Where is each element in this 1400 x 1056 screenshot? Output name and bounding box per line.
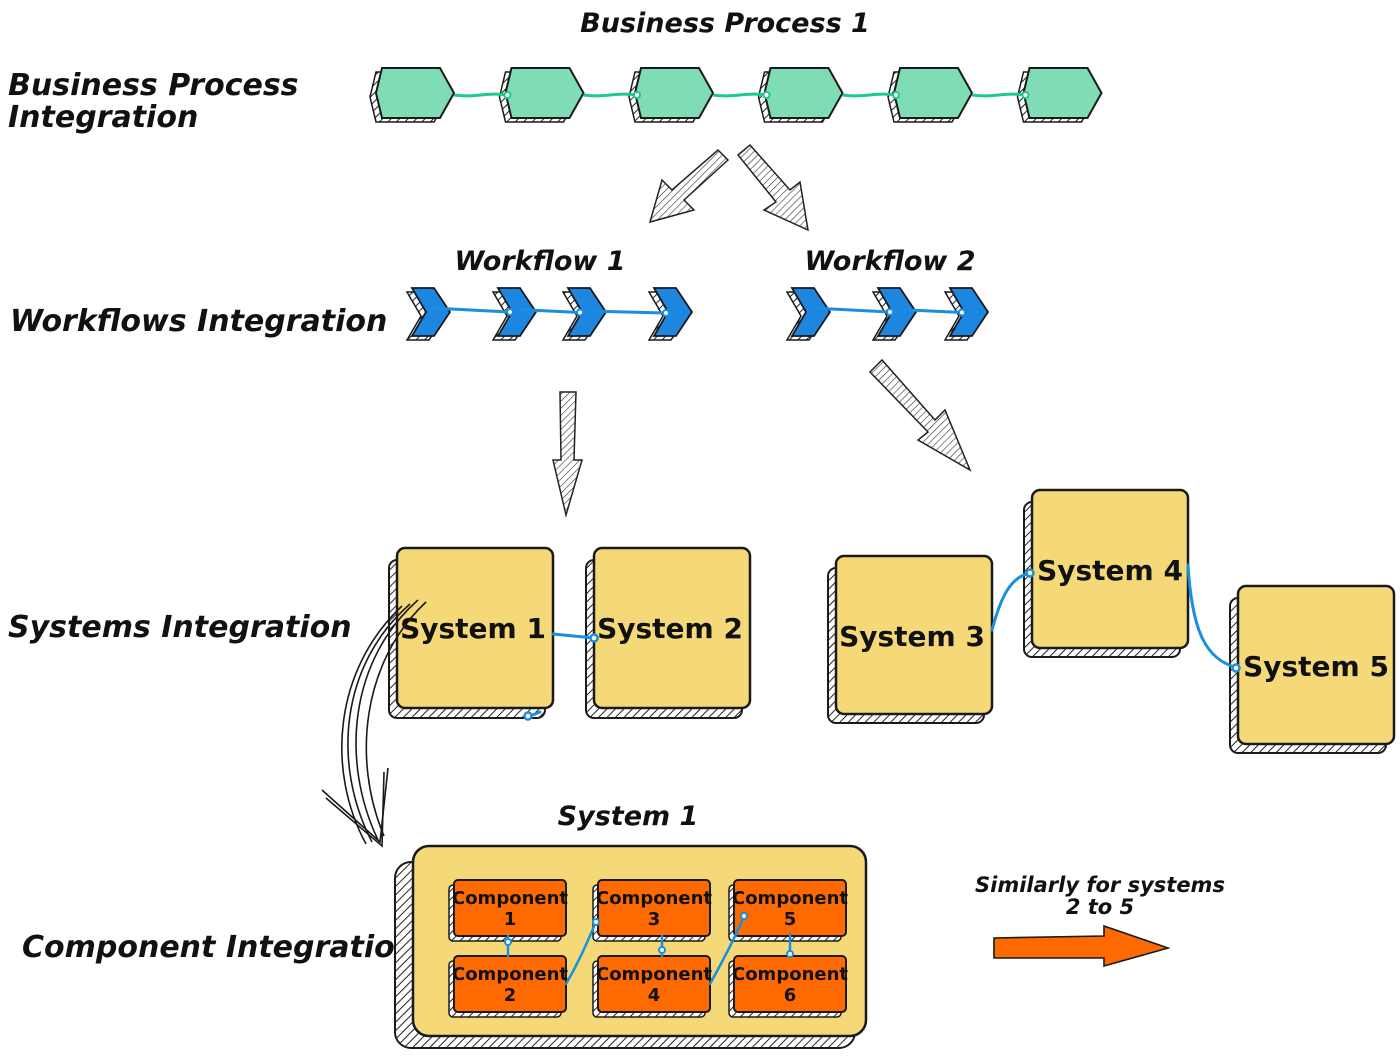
system-2-box: System 2 bbox=[585, 546, 752, 719]
business-process-level-label: Business Process bbox=[8, 68, 299, 103]
component4-port bbox=[658, 946, 666, 954]
system-3-label: System 3 bbox=[839, 620, 985, 653]
business-process-step-6 bbox=[1016, 67, 1103, 123]
system-boxes: System 1 System 2 System 3 System 4 Syst… bbox=[388, 488, 1396, 754]
workflow2-step-3 bbox=[943, 287, 990, 341]
workflow1-step-3 bbox=[561, 287, 608, 341]
system-1-box: System 1 bbox=[388, 546, 555, 719]
system-5-label: System 5 bbox=[1243, 650, 1389, 683]
component4-to-component5-link bbox=[708, 914, 746, 986]
system2-port bbox=[589, 633, 599, 643]
business-process-step-5 bbox=[887, 67, 974, 123]
component-1-word: Component bbox=[452, 888, 568, 909]
system-connector-dots bbox=[523, 568, 1241, 721]
component-6-number: 6 bbox=[784, 985, 797, 1006]
continue-arrow bbox=[993, 924, 1171, 968]
system1-to-system2-link bbox=[551, 632, 596, 640]
workflow1-port-2 bbox=[506, 308, 514, 316]
process-to-workflow2-arrow bbox=[736, 143, 809, 232]
workflows-level-label: Workflows Integration bbox=[10, 304, 387, 339]
workflow1-step-2 bbox=[491, 287, 538, 341]
flow-arrows bbox=[552, 143, 972, 518]
component-4-number: 4 bbox=[648, 985, 661, 1006]
process-link-1-2 bbox=[453, 92, 508, 98]
workflow2-title: Workflow 2 bbox=[804, 246, 975, 277]
similarly-note-line2: 2 to 5 bbox=[1066, 895, 1134, 919]
system-3-box: System 3 bbox=[827, 554, 994, 724]
workflow2-step-2 bbox=[871, 287, 918, 341]
component1-port bbox=[504, 938, 512, 946]
workflow-steps bbox=[405, 287, 990, 341]
business-process-step-2 bbox=[498, 67, 585, 123]
workflow2-port-2 bbox=[886, 308, 894, 316]
workflow1-port-3 bbox=[576, 308, 584, 317]
component-level-label: Component Integration bbox=[22, 930, 416, 965]
process-to-workflow1-arrow bbox=[648, 148, 730, 224]
system1-port bbox=[523, 711, 533, 721]
workflow2-link-1-2 bbox=[811, 306, 891, 314]
workflow1-port-4 bbox=[662, 309, 670, 317]
process-port-4 bbox=[762, 91, 771, 99]
component-boxes: Component1Component2Component3Component4… bbox=[448, 879, 848, 1018]
workflow1-link-3-4 bbox=[587, 309, 667, 315]
system-4-label: System 4 bbox=[1037, 554, 1183, 587]
business-process-title: Business Process 1 bbox=[580, 8, 870, 39]
workflow1-title: Workflow 1 bbox=[454, 246, 625, 277]
process-port-3 bbox=[633, 91, 641, 99]
process-port-2 bbox=[503, 91, 512, 99]
component6-port bbox=[786, 950, 794, 958]
process-link-5-6 bbox=[971, 92, 1026, 98]
process-port-5 bbox=[892, 91, 900, 99]
system-4-box: System 4 bbox=[1023, 488, 1190, 658]
similarly-note-line1: Similarly for systems bbox=[975, 873, 1225, 897]
workflow1-step-1 bbox=[405, 287, 452, 341]
workflow1-link-1-2 bbox=[431, 306, 511, 314]
business-process-steps bbox=[369, 67, 1103, 123]
system4-port bbox=[1025, 568, 1035, 578]
system4-to-system5-link bbox=[1186, 563, 1240, 670]
system1-to-detail-arrow bbox=[321, 599, 427, 848]
component-6-word: Component bbox=[732, 964, 848, 985]
component-2-word: Component bbox=[452, 964, 568, 985]
workflow2-to-systems-arrow bbox=[868, 358, 972, 472]
component-5-number: 5 bbox=[784, 909, 797, 930]
workflow1-to-systems-arrow bbox=[552, 391, 583, 518]
component-5-word: Component bbox=[732, 888, 848, 909]
component3-port bbox=[592, 918, 600, 926]
component5-port bbox=[740, 912, 748, 920]
component2-to-component3-link bbox=[564, 920, 598, 986]
workflow1-link-2-3 bbox=[517, 308, 581, 314]
process-link-3-4 bbox=[712, 92, 767, 98]
workflow2-step-1 bbox=[785, 287, 832, 341]
system5-port bbox=[1231, 663, 1241, 673]
process-port-6 bbox=[1021, 91, 1030, 99]
system-1-label: System 1 bbox=[400, 612, 546, 645]
process-link-4-5 bbox=[842, 92, 897, 98]
component-2-number: 2 bbox=[504, 985, 517, 1006]
system-2-label: System 2 bbox=[597, 612, 743, 645]
component-1-number: 1 bbox=[504, 909, 517, 930]
business-process-step-1 bbox=[369, 67, 456, 123]
component-4-word: Component bbox=[596, 964, 712, 985]
process-link-2-3 bbox=[583, 92, 638, 98]
business-process-step-3 bbox=[628, 67, 715, 123]
systems-level-label: Systems Integration bbox=[8, 610, 352, 645]
business-process-step-4 bbox=[757, 67, 844, 123]
workflow2-port-3 bbox=[958, 308, 966, 317]
component-connector-dots bbox=[504, 912, 794, 958]
component-3-number: 3 bbox=[648, 909, 661, 930]
business-process-level-label-2: Integration bbox=[8, 100, 198, 135]
workflow2-link-2-3 bbox=[897, 308, 963, 314]
system-5-box: System 5 bbox=[1229, 584, 1396, 754]
detail-title: System 1 bbox=[558, 801, 699, 832]
component-3-word: Component bbox=[596, 888, 712, 909]
